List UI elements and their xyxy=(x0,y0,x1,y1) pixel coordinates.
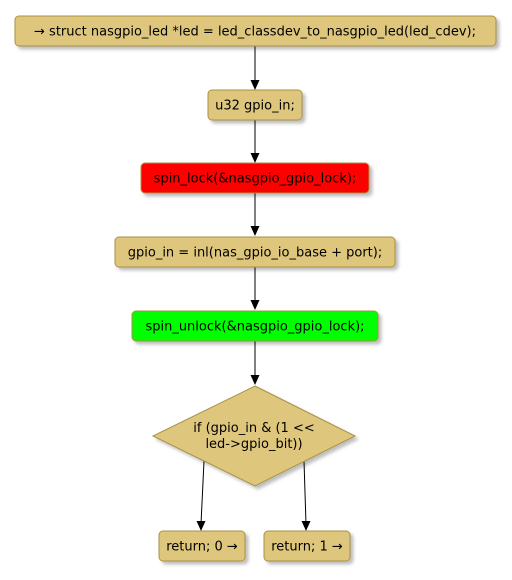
edge-unlock-to-decision xyxy=(250,341,260,385)
node-unlock: spin_unlock(&nasgpio_gpio_lock); xyxy=(131,310,379,342)
node-decision: if (gpio_in & (1 << led->gpio_bit)) xyxy=(151,385,357,487)
node-lock-label: spin_lock(&nasgpio_gpio_lock); xyxy=(154,172,357,187)
node-decision-label-line2: led->gpio_bit)) xyxy=(205,437,302,452)
node-unlock-label: spin_unlock(&nasgpio_gpio_lock); xyxy=(145,320,364,335)
node-ret1-label: return; 1 → xyxy=(271,540,343,555)
edge-read-to-unlock xyxy=(250,267,260,310)
node-ret0: return; 0 → xyxy=(158,530,246,562)
edge-decl-to-lock xyxy=(250,120,260,163)
node-start: → struct nasgpio_led *led = led_classdev… xyxy=(14,15,497,47)
node-start-label: → struct nasgpio_led *led = led_classdev… xyxy=(34,25,476,40)
node-decision-label-line1: if (gpio_in & (1 << xyxy=(193,421,314,436)
node-start-box xyxy=(14,15,497,47)
node-read: gpio_in = inl(nas_gpio_io_base + port); xyxy=(114,236,396,268)
node-decl-label: u32 gpio_in; xyxy=(215,99,295,114)
node-unlock-box xyxy=(131,310,379,342)
node-decl: u32 gpio_in; xyxy=(207,89,303,121)
edge-decision-to-ret1 xyxy=(301,460,311,531)
node-lock-box xyxy=(140,162,370,194)
node-ret0-label: return; 0 → xyxy=(166,540,238,555)
edge-decision-to-ret0 xyxy=(196,460,206,531)
node-decision-diamond xyxy=(151,385,357,487)
node-ret0-box xyxy=(158,530,246,562)
edge-start-to-decl xyxy=(250,46,260,90)
node-read-box xyxy=(114,236,396,268)
node-ret1-box xyxy=(263,530,351,562)
edges xyxy=(196,46,311,531)
node-ret1: return; 1 → xyxy=(263,530,351,562)
node-lock: spin_lock(&nasgpio_gpio_lock); xyxy=(140,162,370,194)
node-read-label: gpio_in = inl(nas_gpio_io_base + port); xyxy=(128,246,382,261)
edge-lock-to-read xyxy=(250,193,260,236)
node-decl-box xyxy=(207,89,303,121)
